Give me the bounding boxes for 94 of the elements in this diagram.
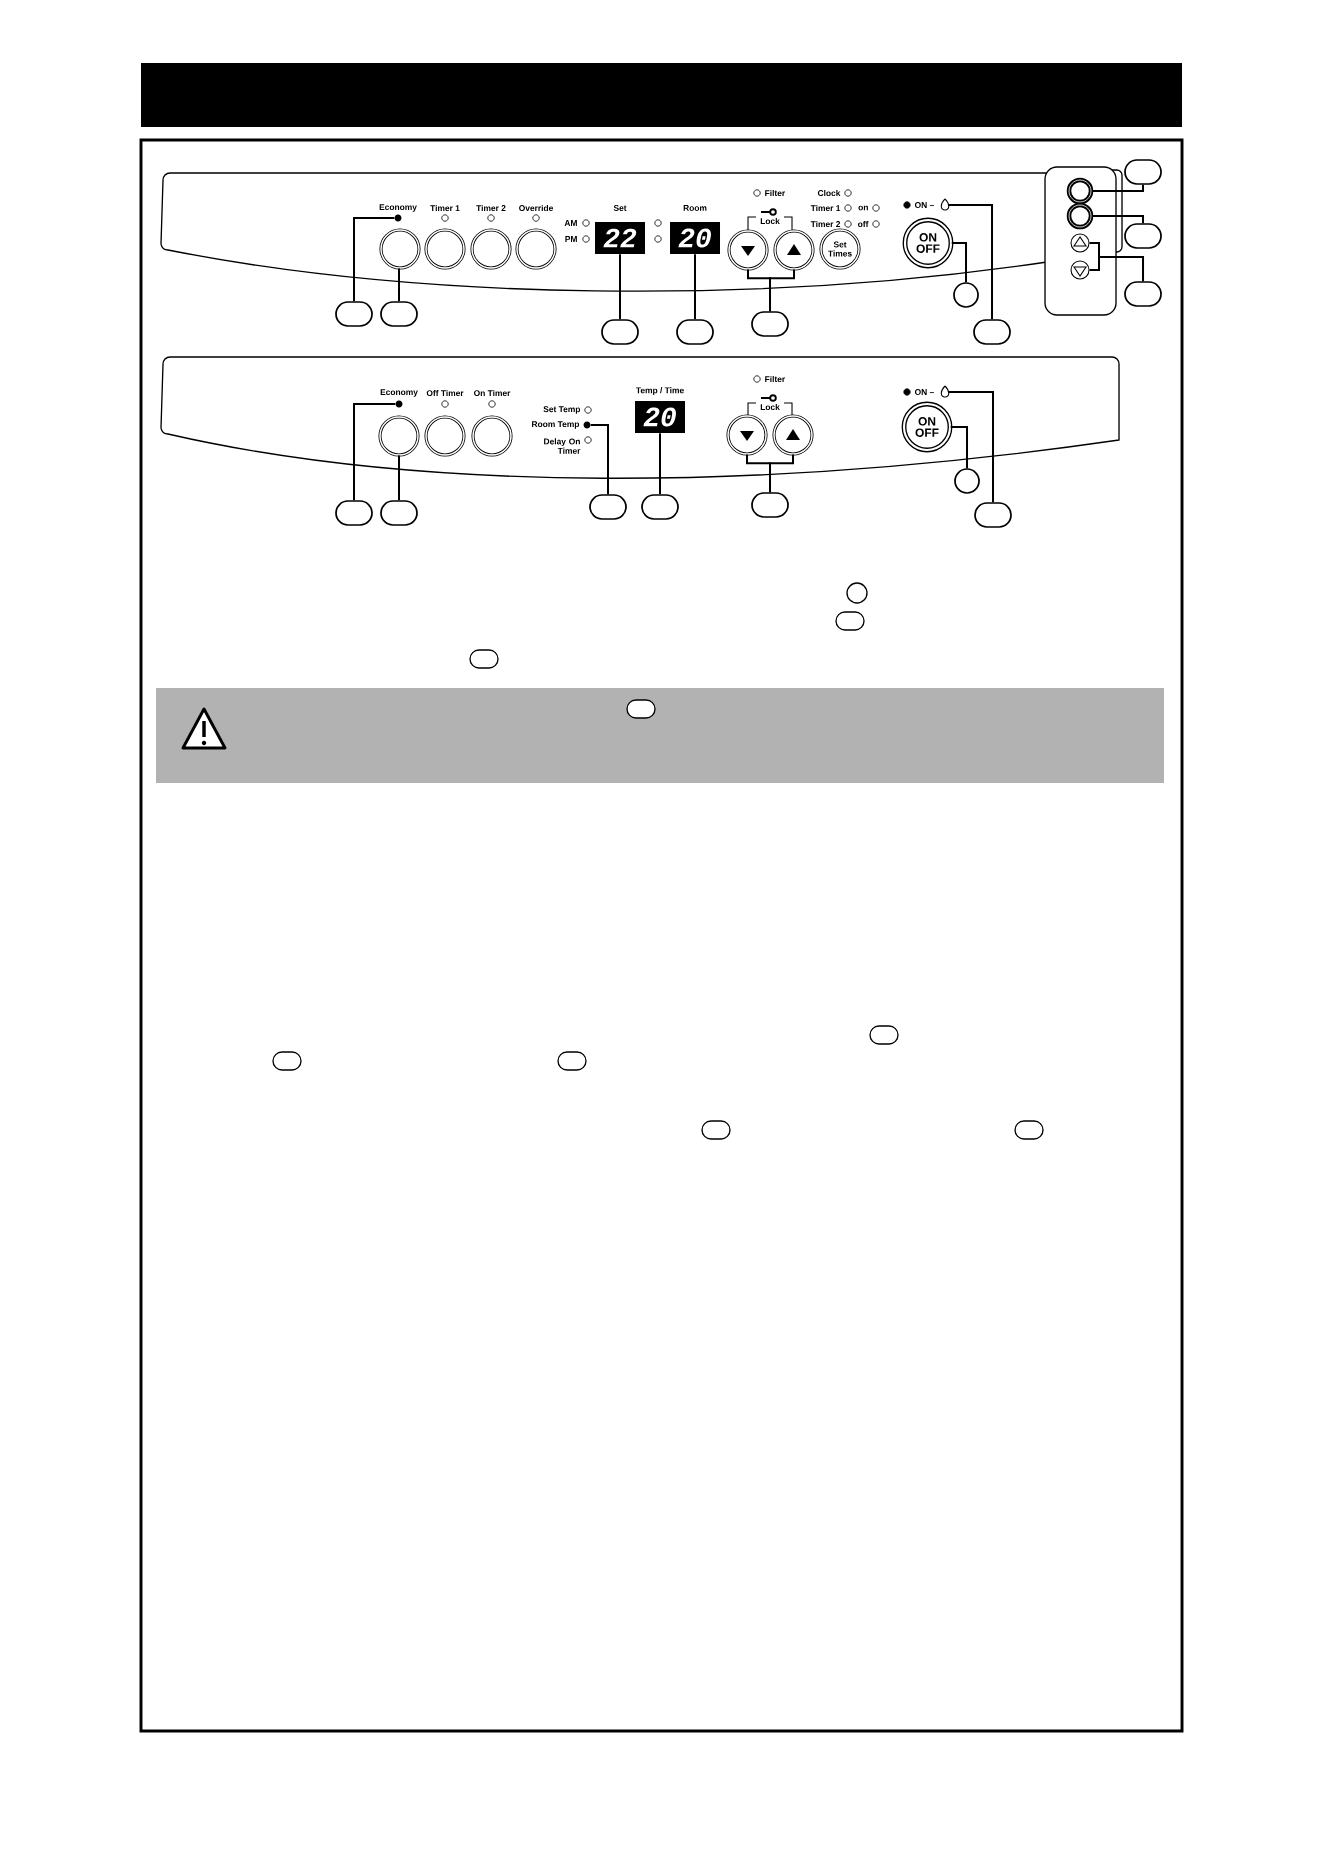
callout-bubble bbox=[380, 500, 418, 526]
power-button: ON OFF bbox=[901, 401, 953, 453]
leader-line bbox=[769, 268, 795, 313]
remote-button bbox=[1066, 202, 1094, 230]
panel-label: Economy bbox=[379, 204, 417, 212]
panel-label: Off Timer bbox=[426, 389, 464, 397]
callout-bubble bbox=[469, 649, 499, 669]
callout-bubble bbox=[676, 319, 714, 345]
callout-bubble bbox=[701, 1120, 731, 1140]
panel-label: Filter bbox=[765, 189, 785, 197]
panel-label: Filter bbox=[765, 375, 785, 383]
leader-line bbox=[398, 454, 400, 502]
panel-label: Clock bbox=[817, 189, 841, 197]
panel-label: Room Temp bbox=[532, 421, 580, 429]
leader-line bbox=[353, 217, 396, 303]
digital-display: 20 bbox=[670, 222, 720, 254]
panel-label: Timer 2 bbox=[476, 204, 506, 212]
leader-line bbox=[947, 391, 994, 504]
digital-display: 22 bbox=[595, 222, 645, 254]
leader-line bbox=[398, 267, 400, 303]
round-button bbox=[424, 228, 466, 270]
panel-label: Timer 1 bbox=[430, 204, 460, 212]
leader-line bbox=[659, 432, 661, 496]
round-button bbox=[424, 415, 466, 457]
callout-bubble bbox=[1124, 159, 1162, 185]
remote-button bbox=[1070, 233, 1090, 253]
leader-line bbox=[353, 403, 397, 502]
round-button bbox=[379, 228, 421, 270]
callout-bubble bbox=[1014, 1120, 1044, 1140]
panel-label: AM bbox=[564, 220, 577, 226]
leader-line bbox=[1090, 183, 1144, 192]
panel-label: ON – bbox=[914, 389, 934, 395]
panel-label: Set Temp bbox=[543, 406, 581, 414]
round-button bbox=[773, 229, 815, 271]
remote-button bbox=[1066, 177, 1094, 205]
leader-line bbox=[769, 453, 794, 494]
power-button: ON OFF bbox=[902, 217, 954, 269]
panel-label: Timer 1 bbox=[810, 204, 841, 212]
indicator-lamp bbox=[583, 421, 591, 429]
flame-icon bbox=[940, 385, 950, 398]
panel-label: Set bbox=[613, 205, 627, 211]
callout-bubble bbox=[846, 582, 868, 604]
remote-button bbox=[1070, 260, 1090, 280]
panel-label: PM bbox=[565, 236, 577, 242]
leader-line bbox=[950, 242, 967, 284]
leader-line bbox=[1088, 256, 1144, 283]
round-button bbox=[515, 228, 557, 270]
callout-bubble bbox=[589, 494, 627, 520]
round-button bbox=[378, 415, 420, 457]
callout-bubble bbox=[869, 1025, 899, 1045]
leader-line bbox=[694, 253, 696, 321]
callout-bubble bbox=[335, 500, 373, 526]
indicator-lamp bbox=[394, 214, 402, 222]
callout-bubble bbox=[953, 282, 979, 308]
flame-icon bbox=[940, 198, 950, 211]
callout-bubble bbox=[626, 699, 656, 719]
leader-line bbox=[949, 426, 968, 470]
callout-bubble bbox=[751, 492, 789, 518]
callout-bubble bbox=[557, 1051, 587, 1071]
round-button: Set Times bbox=[819, 228, 861, 270]
callout-bubble bbox=[751, 311, 789, 337]
callout-bubble bbox=[954, 468, 980, 494]
callout-bubble bbox=[835, 611, 865, 631]
panel-label: Room bbox=[683, 205, 707, 211]
panel-label: Timer 2 bbox=[810, 220, 841, 228]
callout-bubble bbox=[380, 301, 418, 327]
panel-label: Economy bbox=[380, 389, 418, 397]
leader-line bbox=[619, 253, 621, 321]
digital-display: 20 bbox=[635, 401, 685, 433]
leader-line bbox=[589, 424, 609, 496]
leader-line bbox=[1090, 215, 1144, 225]
panel-label: Override bbox=[519, 204, 553, 212]
callout-bubble bbox=[1124, 223, 1162, 249]
panel-label: off bbox=[858, 220, 869, 228]
round-button bbox=[726, 414, 768, 456]
panel-label: Lock bbox=[760, 403, 780, 411]
panel-label: On Timer bbox=[474, 389, 511, 397]
panel-label: on bbox=[858, 205, 868, 211]
panel-label: Lock bbox=[760, 217, 780, 225]
round-button bbox=[772, 414, 814, 456]
panel-label: Delay On Timer bbox=[544, 438, 581, 454]
panel-label: ON – bbox=[914, 202, 934, 208]
round-button bbox=[470, 228, 512, 270]
callout-bubble bbox=[272, 1051, 302, 1071]
callout-bubble bbox=[641, 494, 679, 520]
round-button bbox=[727, 229, 769, 271]
callout-bubble bbox=[601, 319, 639, 345]
leader-line bbox=[947, 204, 993, 321]
round-button bbox=[471, 415, 513, 457]
callout-bubble bbox=[335, 301, 373, 327]
indicator-lamp bbox=[395, 400, 403, 408]
callout-bubble bbox=[973, 319, 1011, 345]
callout-bubble bbox=[974, 502, 1012, 528]
callout-bubble bbox=[1124, 281, 1162, 307]
